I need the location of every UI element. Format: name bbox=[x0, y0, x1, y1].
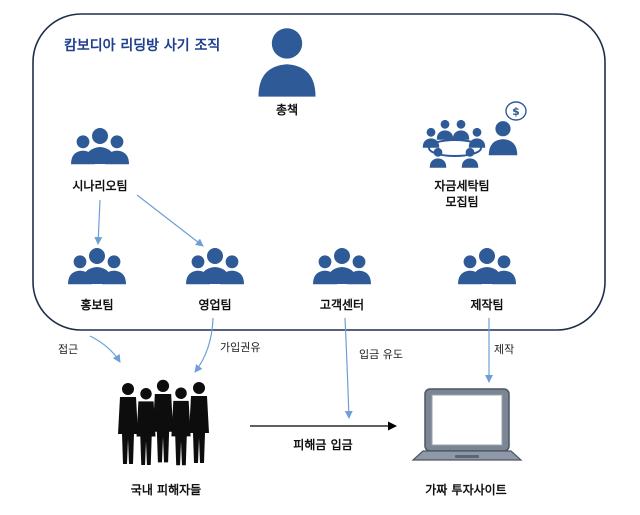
scenario-team-icon bbox=[71, 128, 129, 164]
callcenter-team-label: 고객센터 bbox=[320, 297, 364, 312]
edge-label-produce: 제작 bbox=[494, 343, 514, 356]
sales-team-label: 영업팀 bbox=[198, 297, 231, 312]
diagram-title: 캄보디아 리딩방 사기 조직 bbox=[64, 37, 220, 54]
arrow-sales-to-victims bbox=[194, 317, 214, 373]
arrow-promo-to-victims bbox=[89, 335, 121, 363]
meeting-icon: $ bbox=[422, 101, 527, 168]
production-team-label: 제작팀 bbox=[470, 297, 503, 312]
edge-label-approach: 접근 bbox=[58, 343, 78, 356]
arrow-callcenter-to-site bbox=[344, 317, 353, 419]
callcenter-team-icon bbox=[313, 248, 371, 284]
victims-crowd-icon bbox=[118, 379, 209, 466]
boss-label: 총책 bbox=[276, 102, 298, 117]
promo-team-icon bbox=[68, 248, 126, 284]
laundering-team-label-line1: 자금세탁팀 bbox=[434, 178, 489, 193]
boss-icon bbox=[258, 28, 316, 97]
arrow-scenario-to-promo bbox=[94, 199, 103, 245]
edge-label-victim-deposit: 피해금 입금 bbox=[293, 437, 352, 452]
svg-text:$: $ bbox=[512, 105, 520, 118]
victims-label: 국내 피해자들 bbox=[131, 482, 201, 497]
edge-label-recruit: 가입권유 bbox=[220, 341, 260, 354]
arrow-scenario-to-sales bbox=[136, 194, 204, 247]
laundering-team-label-line2: 모집팀 bbox=[445, 194, 478, 209]
fake-site-label: 가짜 투자사이트 bbox=[425, 482, 506, 497]
scenario-team-label: 시나리오팀 bbox=[72, 178, 127, 193]
promo-team-label: 홍보팀 bbox=[80, 297, 113, 312]
laptop-icon bbox=[411, 388, 523, 461]
production-team-icon bbox=[458, 248, 516, 284]
edge-label-deposit-lure: 입금 유도 bbox=[359, 348, 403, 361]
sales-team-icon bbox=[186, 248, 244, 284]
organization-frame bbox=[32, 13, 606, 331]
